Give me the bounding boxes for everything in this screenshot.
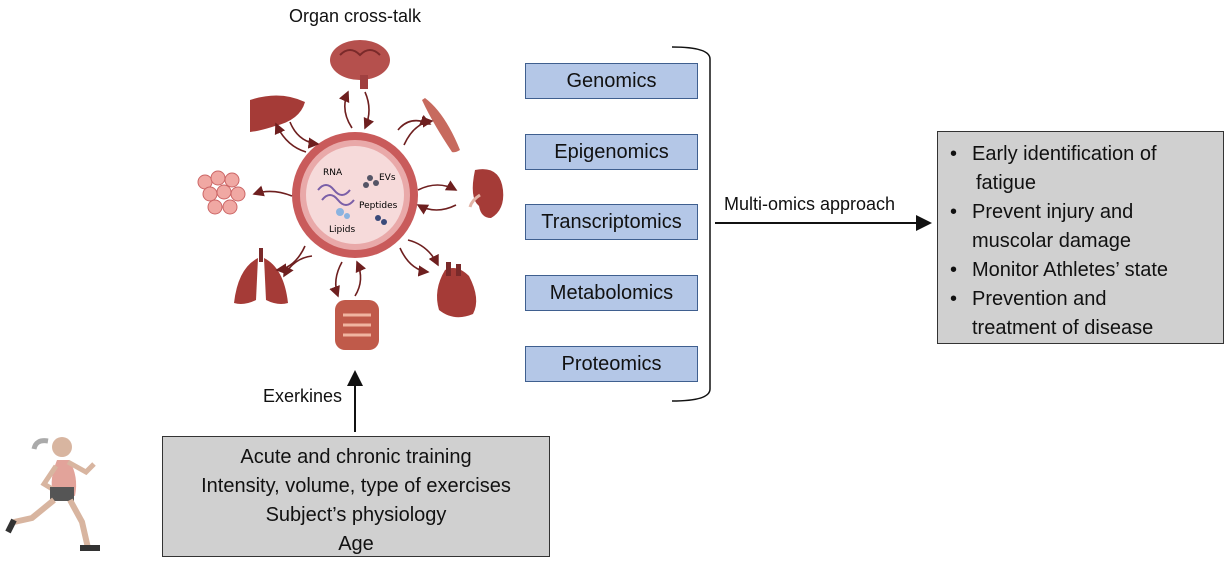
- kidney-icon: [468, 169, 504, 218]
- liver-icon: [250, 95, 305, 132]
- brain-icon: [330, 40, 390, 89]
- metabolomics-box: Metabolomics: [525, 275, 698, 311]
- lipids-label: Lipids: [329, 225, 355, 235]
- multi-omics-label: Multi-omics approach: [724, 194, 896, 214]
- genomics-box: Genomics: [525, 63, 698, 99]
- outcome-item: Prevent injury and: [946, 198, 1215, 227]
- runner-icon: [5, 437, 100, 551]
- epigenomics-box: Epigenomics: [525, 134, 698, 170]
- training-factors-box: Acute and chronic training Intensity, vo…: [162, 436, 550, 557]
- evs-label: EVs: [379, 173, 396, 183]
- exerkines-label: Exerkines: [263, 386, 343, 406]
- adipose-icon: [197, 170, 246, 215]
- heart-icon: [437, 262, 477, 318]
- outcome-item: treatment of disease: [972, 317, 1154, 339]
- blood-vessel-icon: [292, 132, 418, 258]
- intestine-icon: [335, 300, 379, 350]
- factor-item: Intensity, volume, type of exercises: [201, 475, 511, 497]
- outcome-item: muscolar damage: [972, 230, 1131, 252]
- omics-bracket: [671, 46, 711, 402]
- muscle-icon: [422, 98, 460, 153]
- transcriptomics-box: Transcriptomics: [525, 204, 698, 240]
- rna-label: RNA: [323, 168, 343, 178]
- outcome-item: fatigue: [976, 172, 1037, 194]
- diagram-title: Organ cross-talk: [288, 6, 422, 26]
- outcome-item: Prevention and: [946, 285, 1215, 314]
- outcome-item: Early identification of: [946, 140, 1215, 169]
- lungs-icon: [234, 248, 288, 304]
- factor-item: Subject’s physiology: [265, 504, 447, 526]
- outcomes-box: Early identification of fatigue Prevent …: [937, 131, 1224, 344]
- factor-item: Age: [338, 533, 374, 555]
- peptides-label: Peptides: [359, 201, 398, 211]
- cross-talk-arrows: [252, 90, 458, 298]
- proteomics-box: Proteomics: [525, 346, 698, 382]
- outcome-item: Monitor Athletes’ state: [946, 256, 1215, 285]
- factor-item: Acute and chronic training: [240, 446, 472, 468]
